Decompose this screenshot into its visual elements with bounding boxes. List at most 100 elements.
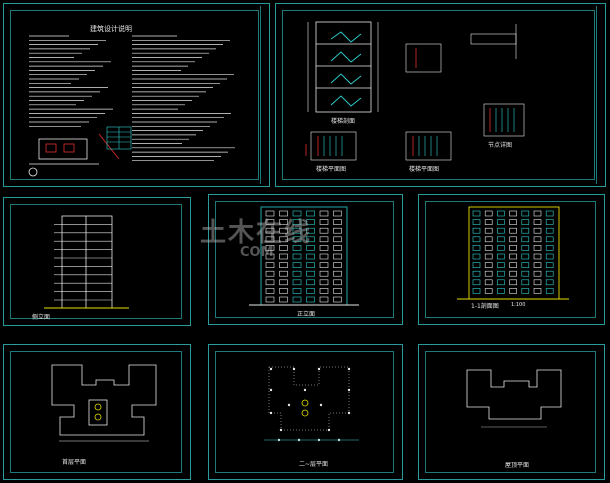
- window: [497, 245, 505, 251]
- column-dot: [269, 411, 273, 415]
- sheet-front-elevation[interactable]: 正立面: [208, 194, 403, 325]
- column-dot: [287, 403, 291, 407]
- window: [533, 210, 542, 217]
- sheet-stair-details[interactable]: 楼梯剖面 楼梯平面图 楼梯平面图 节点详图: [275, 3, 606, 187]
- window: [472, 270, 481, 277]
- window: [265, 245, 275, 251]
- window: [333, 227, 342, 234]
- window: [472, 245, 481, 251]
- window: [509, 253, 517, 260]
- window: [484, 270, 493, 277]
- column-dot: [319, 403, 323, 407]
- window: [319, 219, 329, 225]
- watermark: 土木在线 COM: [200, 212, 312, 260]
- window: [265, 279, 275, 286]
- window: [292, 296, 302, 303]
- window: [545, 279, 554, 286]
- window: [265, 253, 275, 260]
- front-elevation-label: 正立面: [297, 311, 316, 318]
- window: [509, 262, 517, 268]
- window: [306, 270, 315, 277]
- window: [497, 210, 505, 217]
- window: [319, 279, 329, 286]
- window: [545, 219, 554, 225]
- typical-plan-drawing: [264, 366, 359, 442]
- window: [472, 279, 481, 286]
- column-dot: [269, 388, 273, 392]
- ground-plan-drawing: [51, 364, 157, 442]
- window: [545, 210, 554, 217]
- window: [533, 236, 542, 243]
- window: [545, 245, 554, 251]
- ground-plan-label: 首层平面: [62, 459, 87, 466]
- window: [265, 236, 275, 243]
- column-dot: [303, 388, 307, 392]
- side-elevation-label: 侧立面: [32, 314, 51, 321]
- window: [484, 253, 493, 260]
- window: [279, 219, 288, 225]
- window: [533, 288, 542, 294]
- window: [533, 219, 542, 225]
- column-dot: [292, 367, 296, 371]
- window: [279, 245, 288, 251]
- window: [306, 296, 315, 303]
- window: [265, 270, 275, 277]
- sheet-ground-floor-plan[interactable]: 首层平面: [3, 344, 191, 480]
- stair-drawing: [305, 21, 525, 161]
- window: [497, 279, 505, 286]
- window: [279, 270, 288, 277]
- stair-plan2-label: 楼梯平面图: [409, 166, 440, 173]
- sheet-section-1-1[interactable]: 1-1剖面图 1:100: [418, 194, 605, 325]
- window: [319, 210, 329, 217]
- window: [319, 236, 329, 243]
- notes-drawing: [28, 35, 235, 177]
- window: [484, 219, 493, 225]
- window: [545, 262, 554, 268]
- sheet-roof-plan[interactable]: 屋顶平面: [418, 344, 605, 480]
- window: [333, 253, 342, 260]
- sheet-typical-floor-plan[interactable]: 二~层平面: [208, 344, 403, 480]
- window: [333, 270, 342, 277]
- window: [265, 210, 275, 217]
- window: [533, 270, 542, 277]
- window: [472, 219, 481, 225]
- window: [333, 262, 342, 268]
- window: [292, 210, 302, 217]
- window: [521, 210, 530, 217]
- window: [497, 227, 505, 234]
- window: [279, 227, 288, 234]
- sheet-design-notes[interactable]: 建筑设计说明: [3, 3, 270, 187]
- stair-plan1-label: 楼梯平面图: [316, 166, 347, 173]
- window: [497, 236, 505, 243]
- window: [265, 296, 275, 303]
- roof-plan-label: 屋顶平面: [505, 462, 530, 469]
- window: [319, 227, 329, 234]
- window: [545, 253, 554, 260]
- window: [521, 288, 530, 294]
- watermark-sub: COM: [240, 245, 274, 260]
- window: [279, 262, 288, 268]
- window: [472, 227, 481, 234]
- window: [472, 210, 481, 217]
- window: [484, 279, 493, 286]
- stair-detail-label: 节点详图: [488, 142, 513, 149]
- window: [319, 262, 329, 268]
- window: [319, 296, 329, 303]
- window: [306, 236, 315, 243]
- column-dot: [327, 428, 331, 432]
- window: [292, 253, 302, 260]
- window: [533, 227, 542, 234]
- window: [497, 262, 505, 268]
- column-dot: [347, 388, 351, 392]
- window: [472, 253, 481, 260]
- window: [545, 236, 554, 243]
- side-elevation-drawing: [44, 215, 129, 309]
- window: [472, 288, 481, 294]
- window: [333, 245, 342, 251]
- window: [472, 262, 481, 268]
- window: [265, 262, 275, 268]
- window: [265, 219, 275, 225]
- sheet-side-elevation[interactable]: 侧立面: [3, 197, 191, 326]
- window: [333, 236, 342, 243]
- window: [521, 236, 530, 243]
